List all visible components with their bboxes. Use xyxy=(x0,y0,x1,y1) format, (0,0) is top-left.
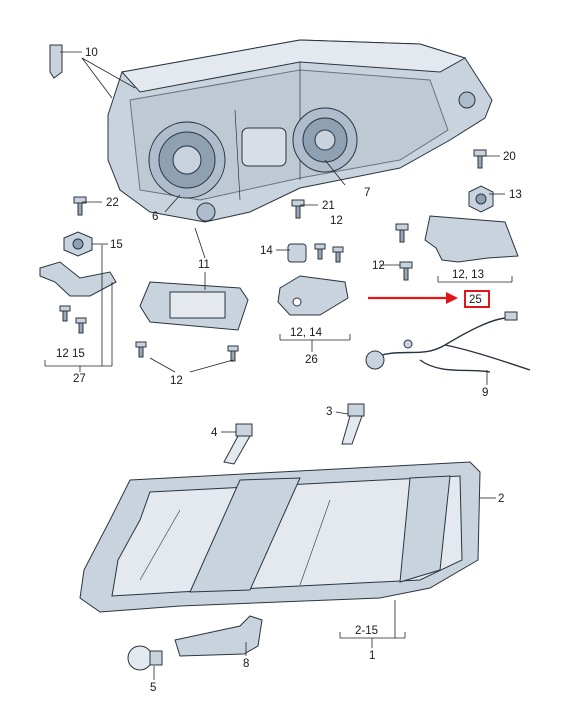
right-lamp-socket[interactable] xyxy=(292,107,358,173)
adjuster-socket[interactable] xyxy=(196,91,476,222)
bulb-part-5[interactable] xyxy=(127,645,163,671)
screws-part-12-right[interactable] xyxy=(395,223,413,281)
callout-26[interactable]: 26 xyxy=(305,354,318,366)
nut-part-13[interactable] xyxy=(468,185,494,213)
callout-12-right[interactable]: 12 xyxy=(372,260,385,272)
callout-21[interactable]: 21 xyxy=(322,200,335,212)
callout-3[interactable]: 3 xyxy=(326,406,332,418)
bracket-part-1213[interactable] xyxy=(424,215,519,263)
cover-part-8[interactable] xyxy=(174,615,263,657)
screw-part-22[interactable] xyxy=(73,196,87,216)
left-lamp-socket[interactable] xyxy=(148,121,226,199)
screws-part-12-bottom[interactable] xyxy=(135,341,239,362)
wiring-harness-part-9[interactable] xyxy=(365,311,531,373)
callout-7[interactable]: 7 xyxy=(364,187,370,199)
highlight-arrow xyxy=(368,292,458,304)
callout-12-14[interactable]: 12, 14 xyxy=(290,327,323,339)
callout-12-top[interactable]: 12 xyxy=(330,215,343,227)
callout-6[interactable]: 6 xyxy=(152,211,158,223)
part-25-highlight-box xyxy=(464,290,490,308)
callout-5[interactable]: 5 xyxy=(150,682,156,694)
bracket-part-27[interactable] xyxy=(39,261,117,297)
screws-part-12[interactable] xyxy=(314,243,344,263)
bushing-part-14[interactable] xyxy=(287,243,307,263)
callout-9[interactable]: 9 xyxy=(482,387,488,399)
callout-10[interactable]: 10 xyxy=(85,47,98,59)
clip-part-10[interactable] xyxy=(49,44,63,79)
leader-lines xyxy=(44,51,513,680)
callout-1[interactable]: 1 xyxy=(369,650,375,662)
callout-14[interactable]: 14 xyxy=(260,245,273,257)
callout-2-15[interactable]: 2-15 xyxy=(355,625,378,637)
callout-12-15[interactable]: 12 15 xyxy=(56,348,85,360)
callout-11[interactable]: 11 xyxy=(198,259,210,271)
bulb-part-3[interactable] xyxy=(341,403,365,445)
callout-13[interactable]: 13 xyxy=(509,189,522,201)
screw-part-20[interactable] xyxy=(473,149,487,169)
callout-25[interactable]: 25 xyxy=(469,294,482,306)
callout-8[interactable]: 8 xyxy=(243,658,249,670)
screw-part-21[interactable] xyxy=(291,199,305,219)
callout-2[interactable]: 2 xyxy=(498,493,504,505)
bushing-part-15[interactable] xyxy=(63,231,93,257)
control-unit-part-11[interactable] xyxy=(139,281,249,331)
callout-20[interactable]: 20 xyxy=(503,151,516,163)
bulb-part-4[interactable] xyxy=(223,423,253,465)
callout-15[interactable]: 15 xyxy=(110,239,123,251)
callout-4[interactable]: 4 xyxy=(211,427,218,439)
headlight-lens-assembly[interactable] xyxy=(79,461,481,613)
callout-12-bottom[interactable]: 12 xyxy=(170,375,183,387)
callout-27[interactable]: 27 xyxy=(73,373,86,385)
callout-22[interactable]: 22 xyxy=(106,197,119,209)
callout-12-13[interactable]: 12, 13 xyxy=(452,269,484,281)
callout-labels: 10 20 22 21 13 6 7 12 14 15 11 12 12, 13… xyxy=(56,47,522,694)
screws-part-12-left[interactable] xyxy=(59,305,87,334)
bracket-part-26[interactable] xyxy=(277,275,349,316)
